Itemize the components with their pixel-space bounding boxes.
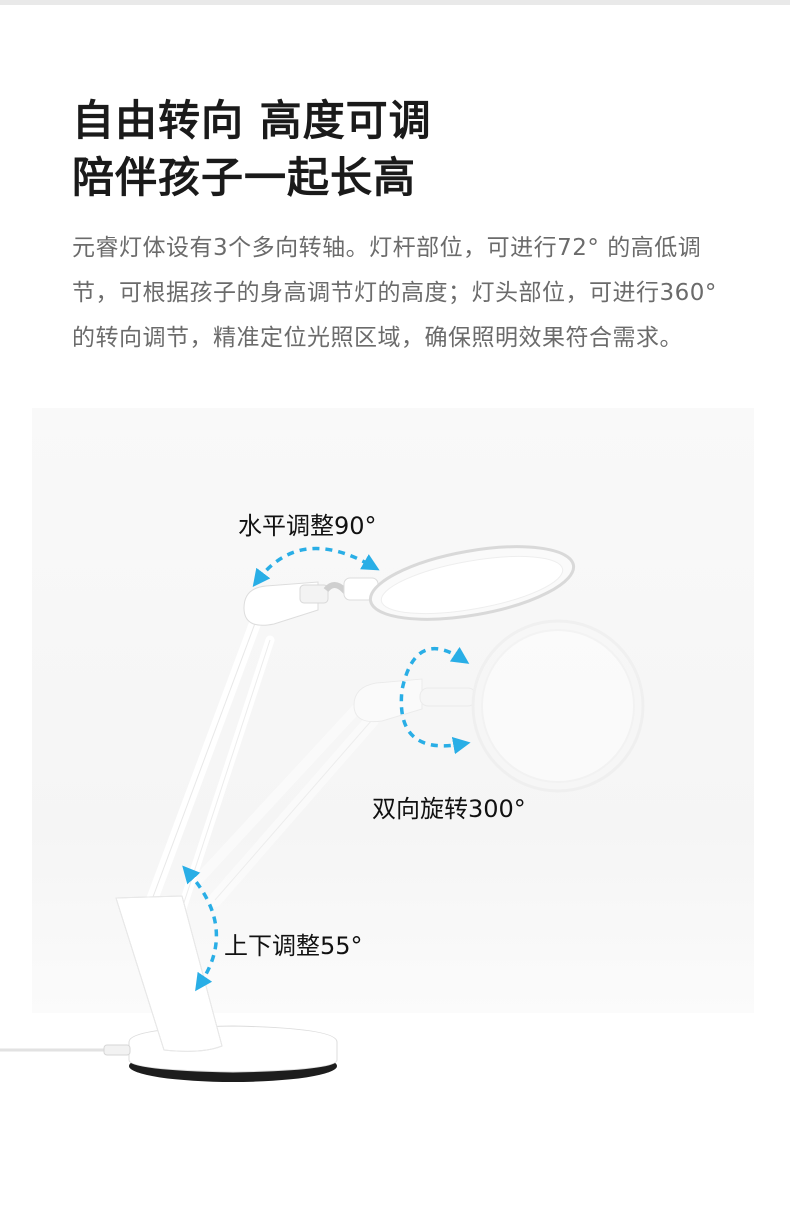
lamp-head <box>243 545 576 626</box>
power-cable <box>0 1044 131 1056</box>
callout-rotation: 双向旋转300° <box>372 795 526 823</box>
lamp-ghost-position <box>193 619 645 907</box>
page-headline: 自由转向 高度可调 陪伴孩子一起长高 <box>72 92 732 206</box>
dashed-curved-double-arrow-icon <box>399 646 471 755</box>
lamp-base <box>115 895 338 1082</box>
callout-vertical-adjust: 上下调整55° <box>224 932 363 960</box>
headline-line-1: 自由转向 高度可调 <box>72 96 432 145</box>
headline-line-2: 陪伴孩子一起长高 <box>72 153 417 202</box>
callout-horizontal-adjust: 水平调整90° <box>238 512 377 540</box>
dashed-curved-double-arrow-icon <box>252 546 380 587</box>
top-divider-strip <box>0 0 790 5</box>
lamp-arm <box>144 612 275 935</box>
dashed-curved-double-arrow-icon <box>182 865 219 992</box>
feature-description: 元睿灯体设有3个多向转轴。灯杆部位，可进行72° 的高低调节，可根据孩子的身高调… <box>72 235 717 351</box>
